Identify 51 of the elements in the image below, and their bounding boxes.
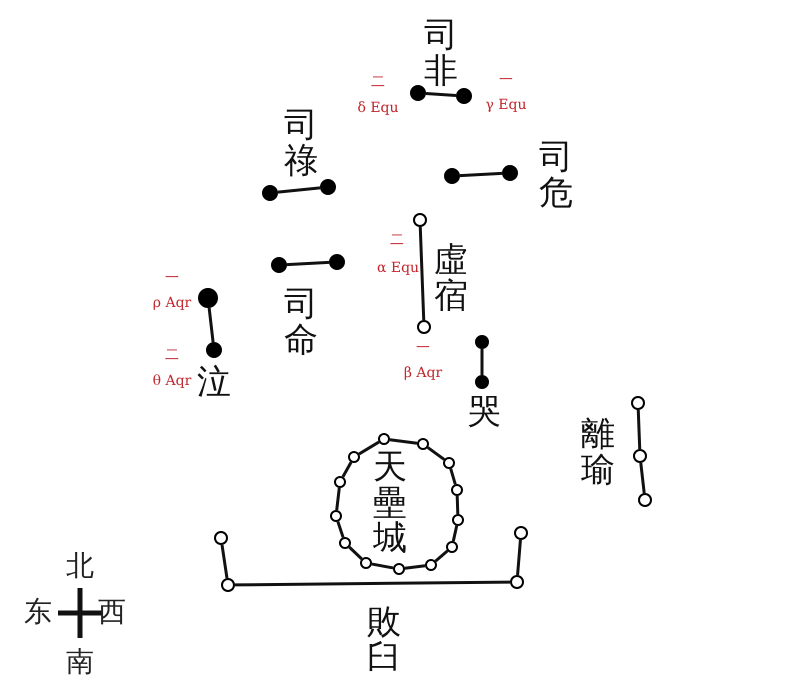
star-link-line [452,526,458,542]
star-designation: δ Equ [357,101,399,115]
star-link-line [426,92,456,97]
star-link-line [372,562,394,570]
magnitude-label: 一 [416,341,430,355]
direction-label: 北 [66,552,94,580]
asterism-name: 離瑜 [580,417,616,488]
star-link-line [342,462,352,478]
star-link-line [286,260,330,266]
asterism-name: 司危 [538,140,574,212]
asterism-name: 虛宿 [433,243,469,314]
asterism-name: 泣 [196,365,232,401]
star-link-line [418,226,426,320]
star-designation: ρ Aqr [152,296,192,310]
star-link-line [434,550,448,562]
magnitude-label: 一 [499,73,513,87]
star-link-line [278,186,320,194]
star-link-line [516,540,522,576]
asterism-name: 司祿 [283,108,319,180]
direction-label: 东 [24,598,52,626]
star-link-line [220,544,228,578]
star-link-line [460,172,502,178]
magnitude-label: 二 [390,233,404,247]
star-link-line [348,546,363,560]
star-designation: α Equ [376,261,420,275]
star-link-line [390,438,418,445]
asterism-name: 司命 [283,287,319,358]
asterism-name: 天壘城 [372,450,408,558]
star-link-line [336,521,345,538]
star-link-line [639,462,646,494]
star-designation: θ Aqr [152,374,192,388]
star-link-line [636,410,642,450]
star-link-line [480,349,484,375]
star-link-line [234,580,510,586]
star-link-line [404,564,426,570]
direction-label: 南 [66,648,94,676]
asterism-name: 司非 [423,18,459,90]
star-designation: β Aqr [404,366,442,380]
star-link-line [358,440,380,456]
star-designation: γ Equ [486,98,526,112]
star-link-line [426,446,446,461]
magnitude-label: 二 [371,75,385,89]
direction-label: 西 [98,598,126,626]
magnitude-label: 一 [165,271,179,285]
star-link-line [208,308,215,342]
asterism-name: 敗臼 [366,605,402,676]
asterism-name: 哭 [466,395,502,431]
magnitude-label: 二 [165,348,179,362]
star-link-line [456,496,460,514]
star-link-line [449,468,457,485]
star-link-line [335,488,341,510]
